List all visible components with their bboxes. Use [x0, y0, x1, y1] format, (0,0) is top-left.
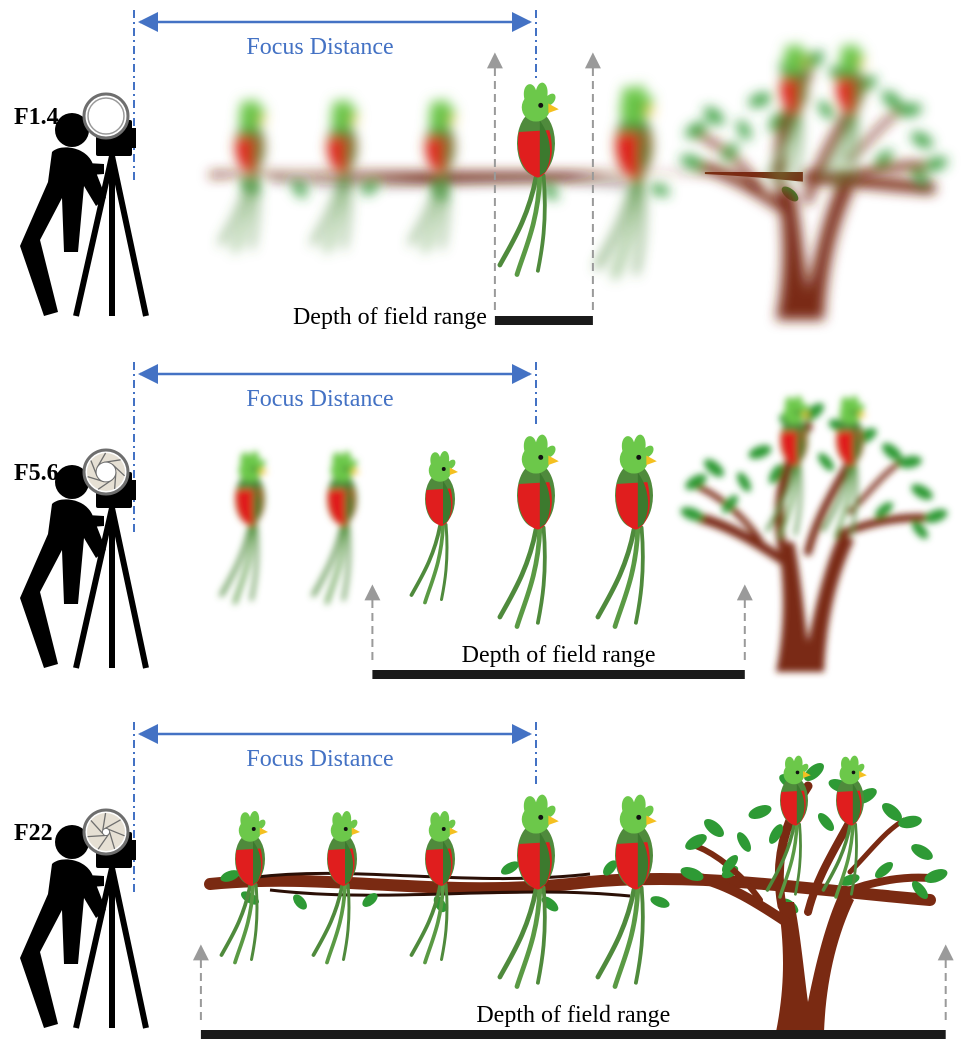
- f-number-label: F1.4: [14, 104, 59, 130]
- dof-range-label: Depth of field range: [462, 642, 656, 668]
- f-number-label: F5.6: [14, 460, 59, 486]
- tree-icon: [679, 393, 950, 672]
- tree: [679, 400, 950, 672]
- bird: [598, 795, 657, 987]
- quetzal-bird-icon: [219, 449, 270, 605]
- aperture-icon: [82, 448, 130, 496]
- quetzal-bird-icon: [598, 795, 657, 987]
- photographer-icon: [20, 113, 146, 316]
- bird: [500, 435, 559, 627]
- dof-range-bar: [372, 670, 745, 679]
- bird: [598, 435, 657, 627]
- f-number-label: F22: [14, 820, 53, 846]
- photographer-icon: [20, 825, 146, 1028]
- bird: [311, 449, 362, 605]
- focus-distance-label: Focus Distance: [246, 34, 393, 60]
- focus-distance-label: Focus Distance: [246, 386, 393, 412]
- dof-range-bar: [494, 316, 593, 325]
- dof-range-label: Depth of field range: [476, 1002, 670, 1028]
- dof-range-label: Depth of field range: [293, 304, 487, 330]
- dof-range-bar: [200, 1030, 946, 1039]
- quetzal-bird-icon: [500, 435, 559, 627]
- quetzal-bird-icon: [311, 449, 362, 605]
- bird: [219, 449, 270, 605]
- aperture-icon: [82, 92, 130, 140]
- quetzal-bird-icon: [598, 435, 657, 627]
- focus-distance-label: Focus Distance: [246, 746, 393, 772]
- photographer-icon: [20, 465, 146, 668]
- bird: [409, 449, 460, 605]
- quetzal-bird-icon: [409, 449, 460, 605]
- aperture-icon: [82, 808, 130, 856]
